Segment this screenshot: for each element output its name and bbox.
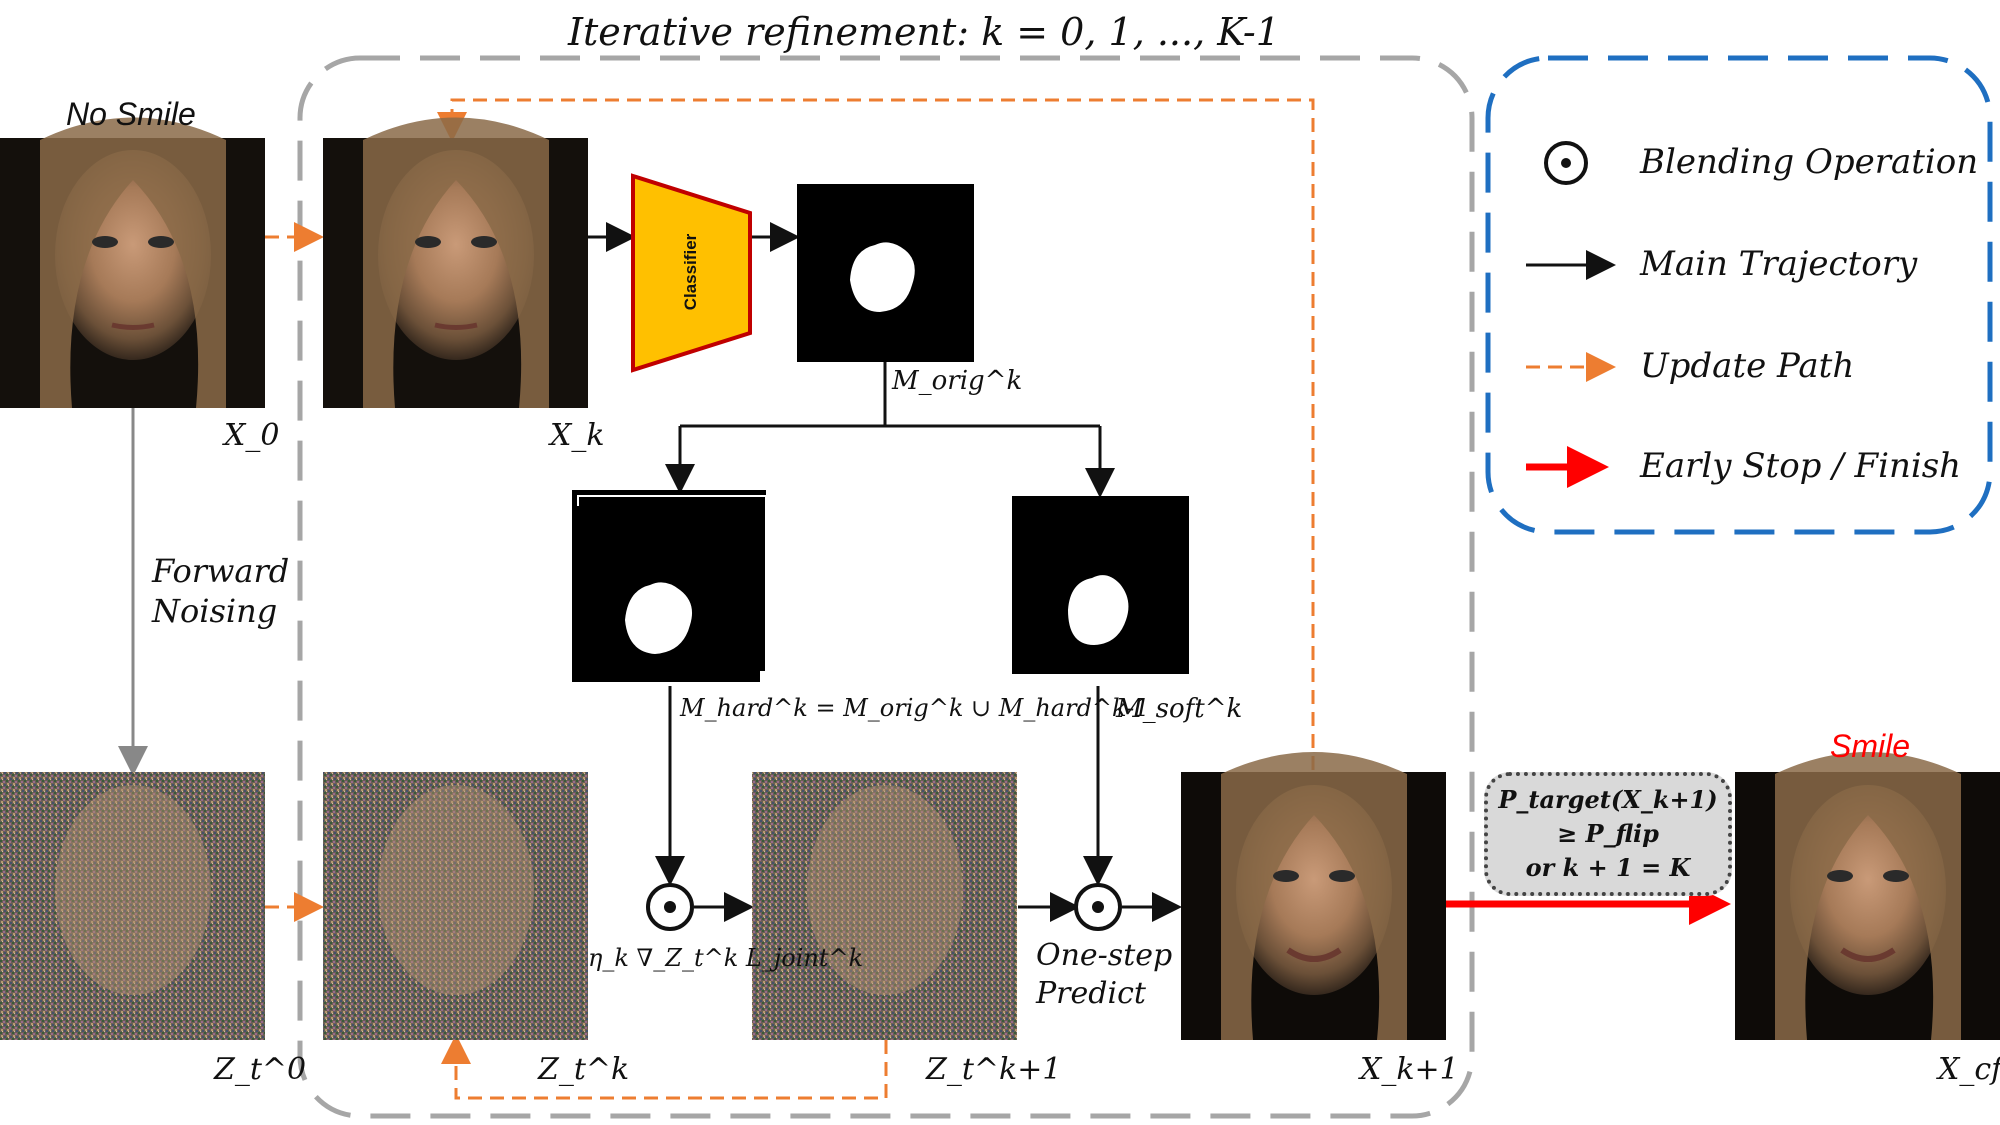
blend-circle-2 — [1074, 883, 1122, 931]
var-xk: X_k — [550, 418, 605, 453]
var-m-hard: M_hard^k = M_orig^k ∪ M_hard^k-1 — [680, 694, 1150, 722]
var-ztk: Z_t^k — [538, 1052, 630, 1087]
no-smile-label: No Smile — [66, 96, 196, 132]
blend-circle-1 — [646, 883, 694, 931]
image-xk1 — [1181, 752, 1446, 1040]
early-stop-condition: P_target(X_k+1) ≥ P_flip or k + 1 = K — [1484, 772, 1732, 896]
var-m-orig: M_orig^k — [892, 366, 1023, 396]
legend-update-label: Update Path — [1640, 346, 1855, 386]
image-ztk — [323, 772, 588, 1040]
update-loop-bottom — [441, 1034, 888, 1100]
forward-noising-label-2: Noising — [152, 592, 278, 630]
legend-early-label: Early Stop / Finish — [1640, 446, 1962, 486]
image-xk — [323, 117, 588, 408]
image-ztk1 — [752, 772, 1017, 1040]
legend-main-label: Main Trajectory — [1640, 244, 1918, 284]
classifier-block — [631, 173, 752, 373]
legend-border — [1485, 55, 1993, 535]
legend-blending-label: Blending Operation — [1640, 142, 1979, 182]
smile-label: Smile — [1830, 728, 1911, 764]
condition-line-2: ≥ P_flip — [1557, 819, 1659, 848]
image-zt0 — [0, 772, 265, 1040]
legend-blend-symbol — [1544, 141, 1588, 185]
one-step-label-1: One-step — [1036, 938, 1173, 973]
forward-noising-label-1: Forward — [152, 552, 290, 590]
var-ztk1: Z_t^k+1 — [926, 1052, 1062, 1087]
var-m-soft: M_soft^k — [1116, 694, 1243, 724]
classifier-label: Classifier — [681, 233, 700, 311]
var-zt0: Z_t^0 — [214, 1052, 307, 1087]
one-step-label-2: Predict — [1036, 976, 1146, 1011]
var-xcf: X_cf — [1938, 1052, 2000, 1087]
image-x0 — [0, 117, 265, 408]
var-grad: η_k ∇_Z_t^k L_joint^k — [588, 944, 864, 972]
condition-line-1: P_target(X_k+1) — [1498, 785, 1718, 814]
mask-soft — [1012, 496, 1189, 674]
condition-line-3: or k + 1 = K — [1525, 853, 1691, 882]
iteration-loop-border — [297, 55, 1475, 1119]
image-xcf — [1735, 752, 2000, 1040]
iteration-title: Iterative refinement: k = 0, 1, ..., K-1 — [568, 10, 1280, 54]
mask-hard — [572, 490, 767, 682]
mask-orig — [797, 184, 974, 362]
var-xk1: X_k+1 — [1360, 1052, 1459, 1087]
var-x0: X_0 — [224, 418, 280, 453]
